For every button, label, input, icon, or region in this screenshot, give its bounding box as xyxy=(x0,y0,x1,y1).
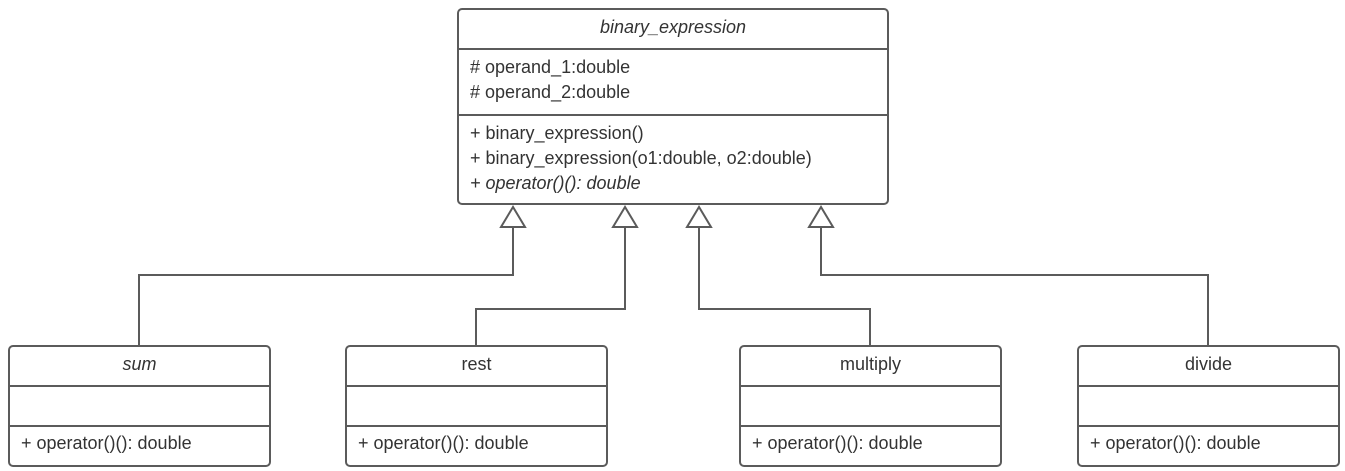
inheritance-arrow-sum xyxy=(499,205,527,228)
methods-section: + operator()(): double xyxy=(10,427,269,461)
methods-section: + operator()(): double xyxy=(741,427,1000,461)
attributes-section xyxy=(741,387,1000,427)
method: + binary_expression(o1:double, o2:double… xyxy=(470,148,812,168)
class-rest[interactable]: rest + operator()(): double xyxy=(345,345,608,467)
attributes-section xyxy=(1079,387,1338,427)
class-name: rest xyxy=(347,347,606,387)
method: + operator()(): double xyxy=(1090,433,1261,453)
methods-section: + binary_expression() + binary_expressio… xyxy=(459,116,887,201)
methods-section: + operator()(): double xyxy=(347,427,606,461)
connector-divide xyxy=(820,227,1209,345)
inheritance-arrow-divide xyxy=(807,205,835,228)
class-name: divide xyxy=(1079,347,1338,387)
attributes-section: # operand_1:double # operand_2:double xyxy=(459,50,887,116)
connector-rest xyxy=(475,227,626,345)
connector-sum xyxy=(138,227,514,345)
inheritance-arrow-multiply xyxy=(685,205,713,228)
class-name: binary_expression xyxy=(459,10,887,50)
method: + operator()(): double xyxy=(21,433,192,453)
attributes-section xyxy=(347,387,606,427)
class-multiply[interactable]: multiply + operator()(): double xyxy=(739,345,1002,467)
abstract-method: + operator()(): double xyxy=(470,173,641,193)
attributes-section xyxy=(10,387,269,427)
inheritance-arrow-rest xyxy=(611,205,639,228)
class-name: multiply xyxy=(741,347,1000,387)
class-name: sum xyxy=(10,347,269,387)
class-binary-expression[interactable]: binary_expression # operand_1:double # o… xyxy=(457,8,889,205)
methods-section: + operator()(): double xyxy=(1079,427,1338,461)
class-sum[interactable]: sum + operator()(): double xyxy=(8,345,271,467)
attribute: # operand_2:double xyxy=(470,82,631,102)
connector-multiply xyxy=(698,227,871,345)
attribute: # operand_1:double xyxy=(470,57,631,77)
class-divide[interactable]: divide + operator()(): double xyxy=(1077,345,1340,467)
method: + binary_expression() xyxy=(470,123,644,143)
method: + operator()(): double xyxy=(752,433,923,453)
method: + operator()(): double xyxy=(358,433,529,453)
